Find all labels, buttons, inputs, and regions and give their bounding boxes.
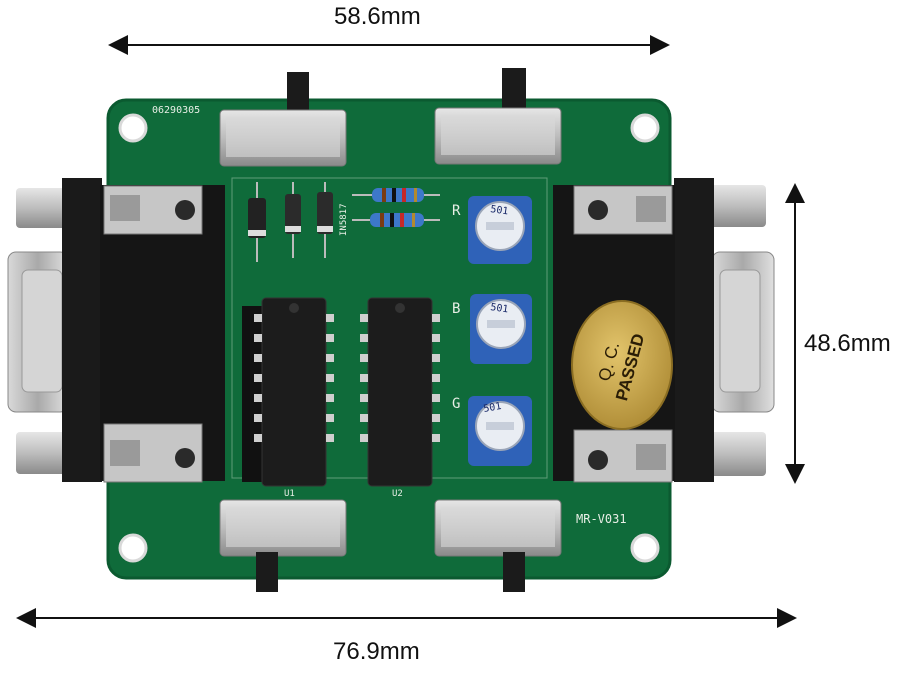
slide-switch-top-right [434, 68, 562, 165]
ic-chip-left [242, 297, 327, 487]
vga-connector-left [7, 178, 225, 483]
chip-label-u2: U2 [392, 489, 403, 499]
slide-switch-top-left [219, 72, 347, 167]
mounting-holes [118, 113, 660, 563]
pot-label-b: B [452, 301, 460, 317]
trimmer-code-r: 501 [490, 204, 509, 217]
slide-switch-bottom-right [434, 499, 562, 592]
ic-chip-right [367, 297, 433, 487]
pot-label-g: G [452, 396, 460, 412]
diodes [248, 182, 333, 262]
pot-label-r: R [452, 203, 461, 219]
board-model: MR-V031 [576, 512, 627, 526]
board-serial: 06290305 [152, 105, 200, 116]
dimension-top-label: 58.6mm [334, 3, 421, 30]
trimmer-b [470, 294, 532, 364]
trimmer-code-b: 501 [490, 302, 509, 315]
dimension-bottom-label: 76.9mm [333, 638, 420, 665]
diode-label: IN5817 [339, 203, 349, 236]
dimension-height-label: 48.6mm [804, 330, 891, 357]
trimmer-pots [468, 196, 532, 466]
slide-switch-bottom-left [219, 499, 347, 592]
chip-label-u1: U1 [284, 489, 295, 499]
ic-pins [254, 314, 440, 442]
trimmer-g [468, 396, 532, 466]
resistors [352, 188, 440, 227]
trimmer-code-g: 501 [483, 401, 503, 415]
trimmer-r [468, 196, 532, 264]
qc-passed-sticker [571, 300, 673, 430]
